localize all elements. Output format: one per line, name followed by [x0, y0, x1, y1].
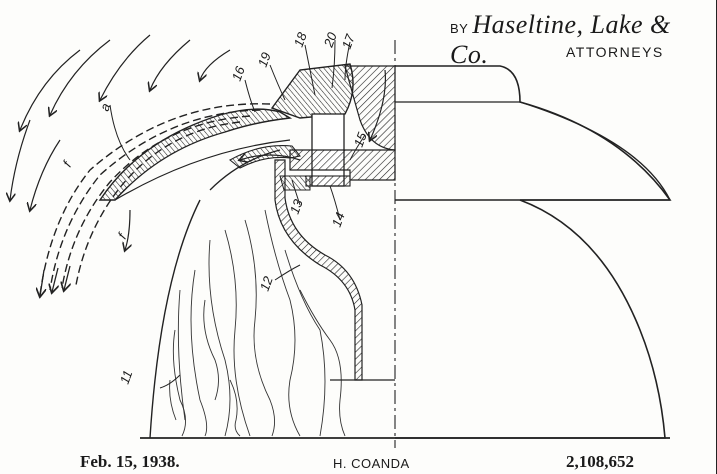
- ref-17: 17: [339, 32, 358, 51]
- dome-brim: [519, 101, 671, 201]
- ref-f2: f: [115, 230, 130, 242]
- inner-profile: [274, 159, 363, 381]
- patent-date: Feb. 15, 1938.: [80, 452, 180, 471]
- nozzle-lip: [98, 108, 293, 201]
- ref-20: 20: [320, 30, 340, 50]
- wood-grain: [169, 209, 346, 437]
- internal-arrows: [240, 69, 387, 160]
- lip-under: [114, 139, 291, 201]
- ring-17: [344, 65, 396, 151]
- signature-firm: Haseltine, Lake & Co.: [450, 10, 671, 69]
- ref-19: 19: [255, 50, 274, 69]
- ref-13: 13: [287, 197, 306, 216]
- ref-18: 18: [291, 30, 310, 49]
- dome-outline: [395, 65, 672, 439]
- ref-a: a: [97, 101, 114, 113]
- leader-lines: [109, 39, 366, 389]
- jet-flow: [39, 103, 271, 296]
- attorneys-label: ATTORNEYS: [566, 44, 664, 60]
- inventor-name: H. COANDA: [333, 456, 410, 471]
- ref-11: 11: [117, 368, 136, 386]
- ref-16: 16: [229, 64, 248, 83]
- patent-number: 2,108,652: [566, 452, 634, 471]
- ref-15: 15: [351, 130, 370, 149]
- body-outline-left: [149, 199, 201, 439]
- ref-12: 12: [257, 274, 276, 293]
- ref-f1: f: [60, 158, 75, 170]
- screw-head: [305, 175, 351, 187]
- washer-13: [279, 175, 311, 191]
- ambient-arrows: [10, 34, 231, 250]
- plate-15: [289, 149, 396, 181]
- ref-14: 14: [329, 210, 348, 229]
- signature-by: BY: [450, 21, 469, 36]
- jet-arrows: [40, 265, 70, 296]
- ring-18: [270, 63, 354, 119]
